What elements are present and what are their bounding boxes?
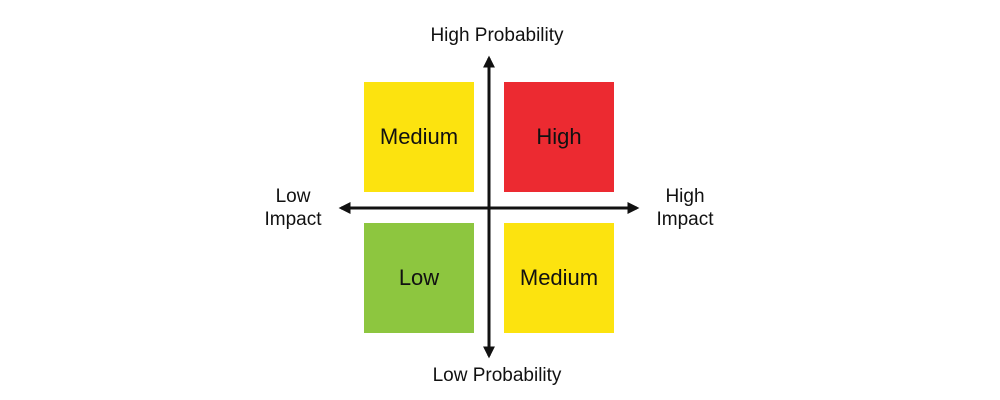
quadrant-label: High — [536, 124, 582, 149]
quadrant-label: Low — [398, 265, 440, 290]
quadrant-medium-bottom-right: Medium — [504, 223, 614, 333]
quadrant-medium-top-left: Medium — [364, 82, 474, 192]
axis-label-low-impact: Low Impact — [238, 185, 348, 231]
axis-label-high-impact: High Impact — [630, 185, 740, 231]
axis-label-line: High — [665, 186, 705, 207]
quadrant-label: Medium — [519, 265, 599, 290]
axis-label-line: Low — [275, 186, 311, 207]
axis-label-low-probability: Low Probability — [432, 365, 562, 386]
quadrant-label: Medium — [379, 124, 459, 149]
axis-label-high-probability: High Probability — [430, 25, 564, 46]
quadrant-low: Low — [364, 223, 474, 333]
quadrant-high: High — [504, 82, 614, 192]
axis-label-line: Impact — [656, 209, 714, 230]
axis-label-line: Impact — [264, 209, 322, 230]
